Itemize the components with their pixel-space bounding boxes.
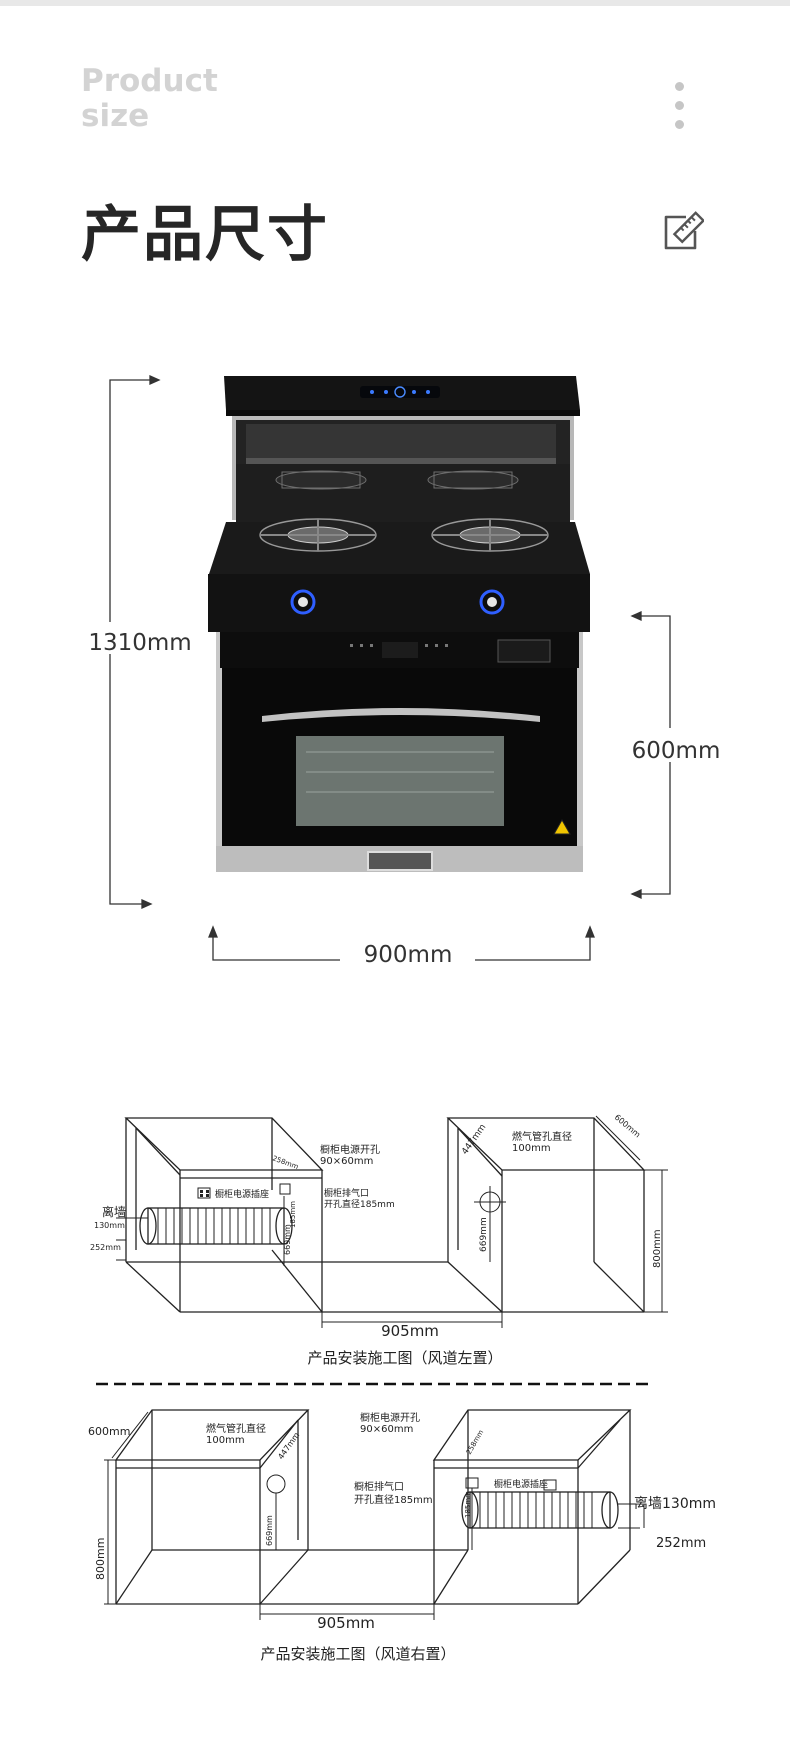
- left-bottom-value: 252mm: [90, 1243, 121, 1252]
- left-power-hole-2: 90×60mm: [320, 1156, 373, 1167]
- left-wall-value: 130mm: [94, 1221, 125, 1230]
- duct-ribs-right: [479, 1492, 593, 1528]
- right-cab-669: 669mm: [479, 1217, 489, 1252]
- right-exhaust-2: 开孔直径185mm: [354, 1493, 433, 1506]
- left-exhaust-1: 橱柜排气口: [324, 1187, 369, 1199]
- right-800: 800mm: [94, 1538, 107, 1580]
- left-top-dim: 258mm: [271, 1154, 299, 1171]
- left-gas-dim: 447mm: [460, 1123, 488, 1157]
- knob-panel: [208, 574, 590, 632]
- drawer-handle: [367, 851, 433, 871]
- install-diagram-left: [124, 1117, 646, 1313]
- depth-label: 600mm: [632, 738, 721, 764]
- stove-illustration: [208, 376, 590, 872]
- right-socket-text: 橱柜电源插座: [494, 1478, 548, 1490]
- knob-right: [479, 589, 505, 615]
- burner-back-right: [427, 470, 519, 490]
- more-options-icon[interactable]: [675, 82, 685, 130]
- burner-back-left: [275, 470, 367, 490]
- right-exhaust-1: 橱柜排气口: [354, 1480, 404, 1493]
- left-power-hole-1: 橱柜电源开孔: [320, 1143, 380, 1156]
- height-label: 1310mm: [88, 630, 191, 656]
- right-span: 905mm: [317, 1614, 375, 1632]
- left-wall-label: 离墙: [102, 1204, 126, 1219]
- right-exhaust-vert: 185mm: [464, 1491, 472, 1518]
- left-gas-1: 燃气管孔直径: [512, 1130, 572, 1143]
- left-exhaust-vert: 185mm: [289, 1201, 297, 1228]
- left-caption: 产品安装施工图（风道左置）: [307, 1349, 502, 1367]
- eyebrow-line-1: Product: [81, 63, 218, 99]
- eyebrow-line-2: size: [81, 98, 150, 134]
- left-669: 669mm: [283, 1224, 292, 1255]
- installation-diagrams: 橱柜电源插座 橱柜电源开孔 90×60mm 258mm 橱柜排气口 开孔直径18…: [88, 1113, 716, 1663]
- right-depth-dim: 600mm: [88, 1425, 130, 1438]
- product-dimension-figure: 1310mm 600mm 900mm: [85, 374, 725, 978]
- right-wall-label: 离墙130mm: [634, 1495, 716, 1512]
- burner-front-right: [431, 518, 549, 552]
- left-800: 800mm: [652, 1229, 663, 1268]
- right-gas-1: 燃气管孔直径: [206, 1422, 266, 1435]
- section-eyebrow: Product size: [81, 64, 218, 134]
- right-gas-2: 100mm: [206, 1435, 245, 1446]
- left-socket-text: 橱柜电源插座: [215, 1188, 269, 1200]
- top-divider: [0, 0, 790, 6]
- oven-window: [296, 736, 504, 826]
- warning-sticker: [553, 818, 571, 835]
- right-669: 669mm: [265, 1515, 274, 1546]
- knob-left: [290, 589, 316, 615]
- left-span: 905mm: [381, 1322, 439, 1340]
- hood-control-lights: [360, 386, 440, 398]
- duct-ribs-left: [157, 1208, 271, 1244]
- page-title: 产品尺寸: [81, 200, 329, 270]
- oven-handle: [262, 708, 540, 722]
- edit-ruler-icon: [664, 211, 704, 250]
- right-bottom-value: 252mm: [656, 1536, 706, 1551]
- left-depth-dim: 600mm: [613, 1113, 643, 1140]
- burner-front-left: [259, 518, 377, 552]
- width-label: 900mm: [364, 942, 453, 968]
- install-diagram-right: [114, 1409, 632, 1605]
- right-power-hole-1: 橱柜电源开孔: [360, 1411, 420, 1424]
- left-exhaust-2: 开孔直径185mm: [324, 1198, 395, 1210]
- right-caption: 产品安装施工图（风道右置）: [260, 1645, 455, 1663]
- left-gas-2: 100mm: [512, 1143, 551, 1154]
- right-power-hole-2: 90×60mm: [360, 1424, 413, 1435]
